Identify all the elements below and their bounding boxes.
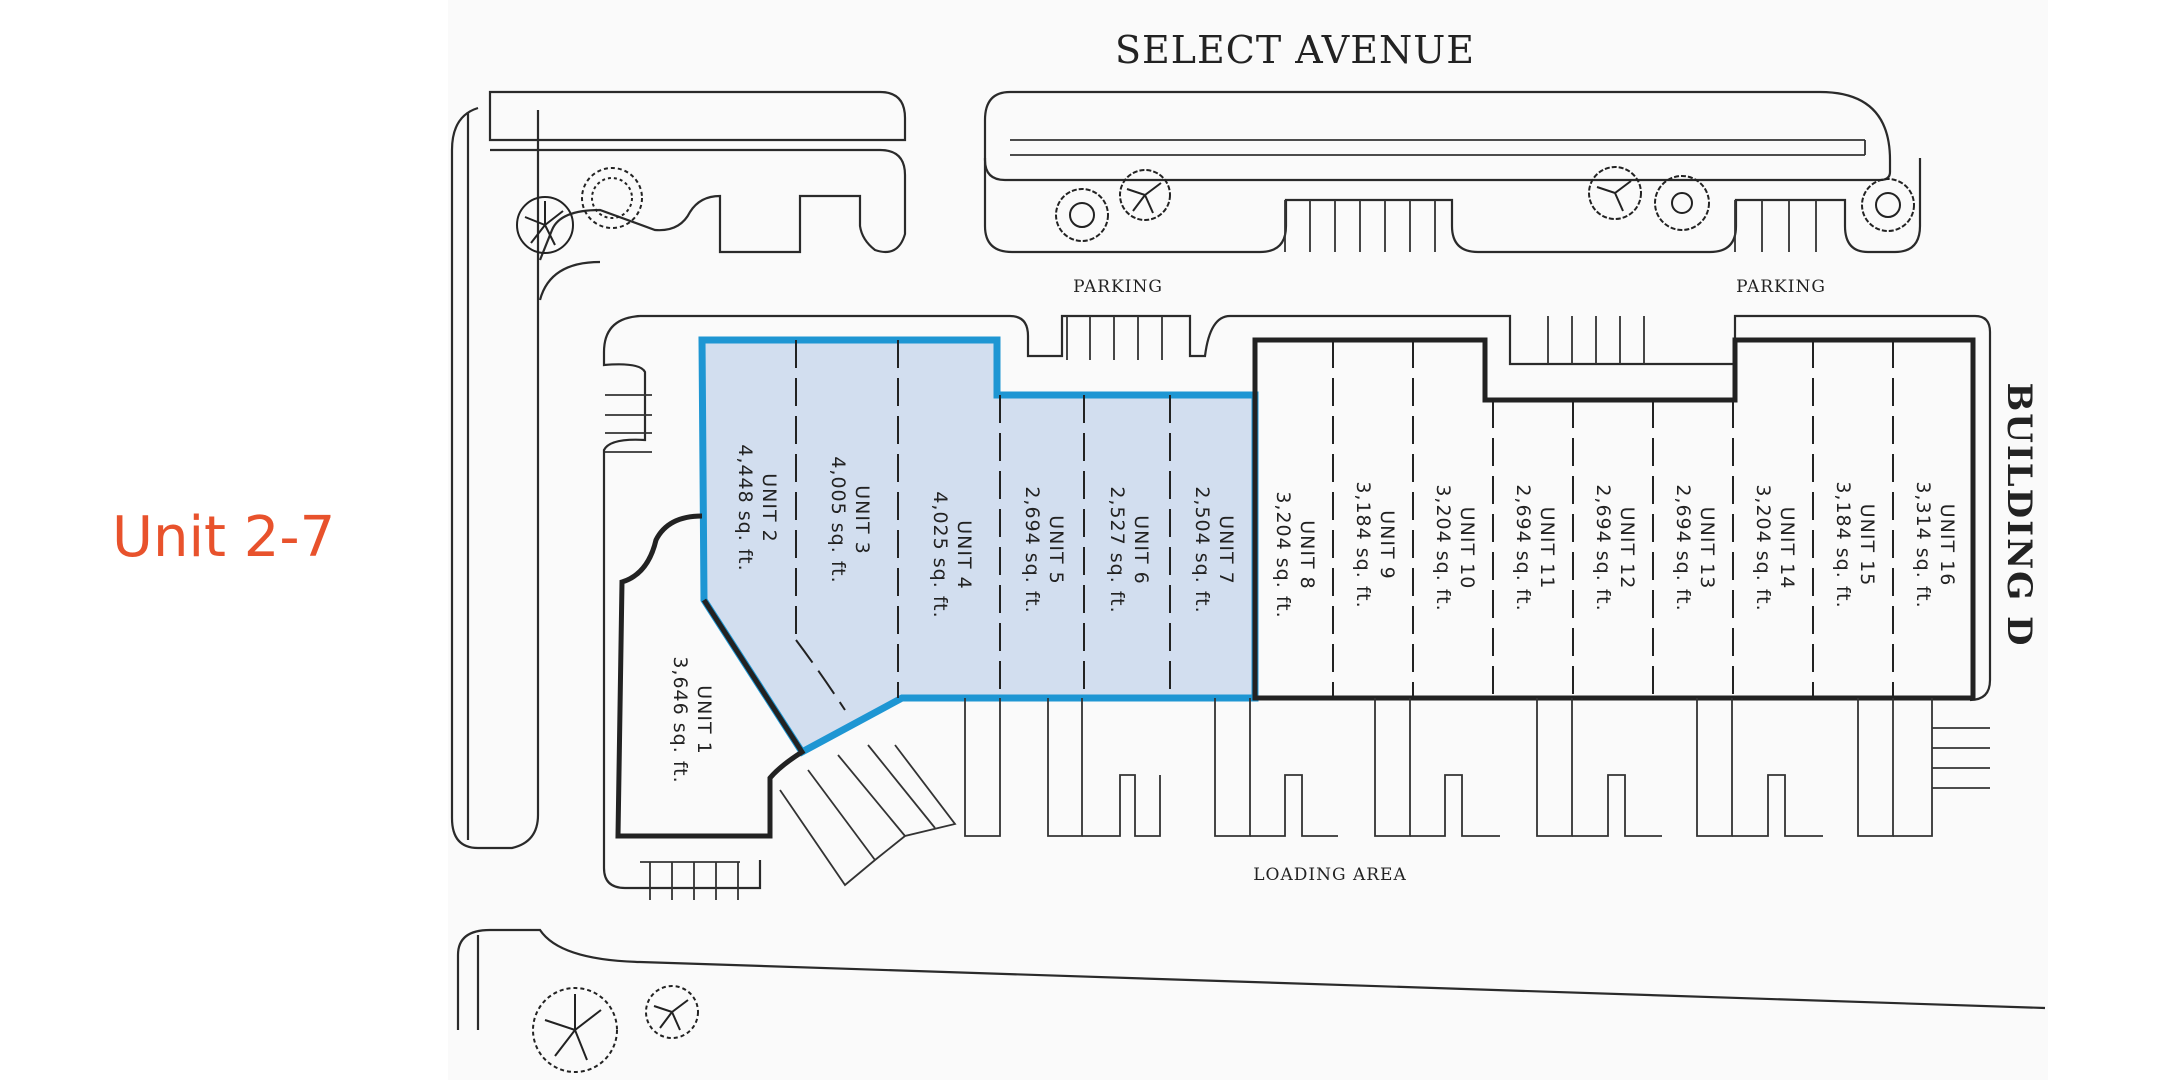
svg-text:3,314 sq. ft.: 3,314 sq. ft. xyxy=(1912,481,1934,608)
svg-text:2,504 sq. ft.: 2,504 sq. ft. xyxy=(1191,486,1213,613)
tree-icon xyxy=(1861,178,1915,232)
tree-icon xyxy=(1588,166,1642,220)
parking-label: PARKING xyxy=(1736,277,1826,297)
left-road xyxy=(450,90,907,850)
unit-label: UNIT 7 2,504 sq. ft. xyxy=(1191,486,1237,613)
unit-label: UNIT 12 2,694 sq. ft. xyxy=(1592,484,1638,611)
svg-text:UNIT 5: UNIT 5 xyxy=(1045,515,1067,584)
north-parking-pad xyxy=(602,314,1992,890)
unit-label: UNIT 1 3,646 sq. ft. xyxy=(669,656,715,783)
unit-1-outline xyxy=(615,513,806,839)
svg-text:UNIT 7: UNIT 7 xyxy=(1215,515,1237,584)
svg-text:2,694 sq. ft.: 2,694 sq. ft. xyxy=(1592,484,1614,611)
svg-text:UNIT 12: UNIT 12 xyxy=(1616,507,1638,590)
svg-text:UNIT 2: UNIT 2 xyxy=(758,473,780,542)
unit-label: UNIT 13 2,694 sq. ft. xyxy=(1672,484,1718,611)
svg-text:UNIT 6: UNIT 6 xyxy=(1130,515,1152,584)
svg-text:UNIT 4: UNIT 4 xyxy=(953,520,975,589)
bottom-road xyxy=(456,928,2046,1030)
unit-label: UNIT 8 3,204 sq. ft. xyxy=(1272,491,1318,618)
unit-label: UNIT 3 4,005 sq. ft. xyxy=(827,456,873,583)
svg-text:4,025 sq. ft.: 4,025 sq. ft. xyxy=(929,491,951,618)
svg-text:3,204 sq. ft.: 3,204 sq. ft. xyxy=(1432,484,1454,611)
svg-text:UNIT 10: UNIT 10 xyxy=(1456,507,1478,590)
svg-text:3,204 sq. ft.: 3,204 sq. ft. xyxy=(1272,491,1294,618)
unit-label: UNIT 14 3,204 sq. ft. xyxy=(1752,484,1798,611)
tree-icon xyxy=(1119,169,1171,221)
building-label: BUILDING D xyxy=(1999,382,2039,647)
svg-text:2,694 sq. ft.: 2,694 sq. ft. xyxy=(1512,484,1534,611)
unit-label: UNIT 9 3,184 sq. ft. xyxy=(1352,481,1398,608)
svg-text:4,005 sq. ft.: 4,005 sq. ft. xyxy=(827,456,849,583)
street-name: SELECT AVENUE xyxy=(1115,28,1475,72)
svg-text:UNIT 3: UNIT 3 xyxy=(851,485,873,554)
unit-label: UNIT 10 3,204 sq. ft. xyxy=(1432,484,1478,611)
top-parking-stripes xyxy=(1284,200,1817,252)
unit-label: UNIT 6 2,527 sq. ft. xyxy=(1106,486,1152,613)
svg-text:4,448 sq. ft.: 4,448 sq. ft. xyxy=(734,444,756,571)
unit-label: UNIT 2 4,448 sq. ft. xyxy=(734,444,780,571)
unit-label: UNIT 11 2,694 sq. ft. xyxy=(1512,484,1558,611)
svg-text:UNIT 13: UNIT 13 xyxy=(1696,507,1718,590)
svg-text:3,184 sq. ft.: 3,184 sq. ft. xyxy=(1832,481,1854,608)
svg-text:UNIT 15: UNIT 15 xyxy=(1856,504,1878,587)
selected-units-label: Unit 2-7 xyxy=(112,505,336,570)
tree-icon xyxy=(1055,188,1109,242)
svg-text:UNIT 11: UNIT 11 xyxy=(1536,507,1558,590)
svg-text:UNIT 8: UNIT 8 xyxy=(1296,520,1318,589)
parking-label: PARKING xyxy=(1073,277,1163,297)
loading-area-label: LOADING AREA xyxy=(1253,865,1406,885)
highlighted-units-2-7 xyxy=(698,336,1259,757)
unit-label: UNIT 16 3,314 sq. ft. xyxy=(1912,481,1958,608)
tree-icons xyxy=(516,166,1915,1073)
unit-label: UNIT 15 3,184 sq. ft. xyxy=(1832,481,1878,608)
svg-text:UNIT 1: UNIT 1 xyxy=(693,685,715,754)
unit-partitions xyxy=(795,340,1894,711)
svg-text:2,694 sq. ft.: 2,694 sq. ft. xyxy=(1672,484,1694,611)
tree-icon xyxy=(581,167,643,229)
svg-text:UNIT 16: UNIT 16 xyxy=(1936,504,1958,587)
tree-icon xyxy=(645,985,699,1039)
unit-labels: UNIT 1 3,646 sq. ft. UNIT 2 4,448 sq. ft… xyxy=(669,444,1958,783)
tree-icon xyxy=(532,987,618,1073)
unit-label: UNIT 5 2,694 sq. ft. xyxy=(1021,486,1067,613)
svg-text:3,184 sq. ft.: 3,184 sq. ft. xyxy=(1352,481,1374,608)
svg-text:3,646 sq. ft.: 3,646 sq. ft. xyxy=(669,656,691,783)
tree-icon xyxy=(1654,175,1710,231)
top-parking-island xyxy=(983,90,1922,254)
loading-area xyxy=(640,698,1990,900)
svg-text:2,694 sq. ft.: 2,694 sq. ft. xyxy=(1021,486,1043,613)
svg-text:UNIT 9: UNIT 9 xyxy=(1376,510,1398,579)
building-outline xyxy=(1252,337,1976,701)
tree-icon xyxy=(516,196,574,254)
svg-text:2,527 sq. ft.: 2,527 sq. ft. xyxy=(1106,486,1128,613)
unit-label: UNIT 4 4,025 sq. ft. xyxy=(929,491,975,618)
svg-text:3,204 sq. ft.: 3,204 sq. ft. xyxy=(1752,484,1774,611)
svg-text:UNIT 14: UNIT 14 xyxy=(1776,507,1798,590)
